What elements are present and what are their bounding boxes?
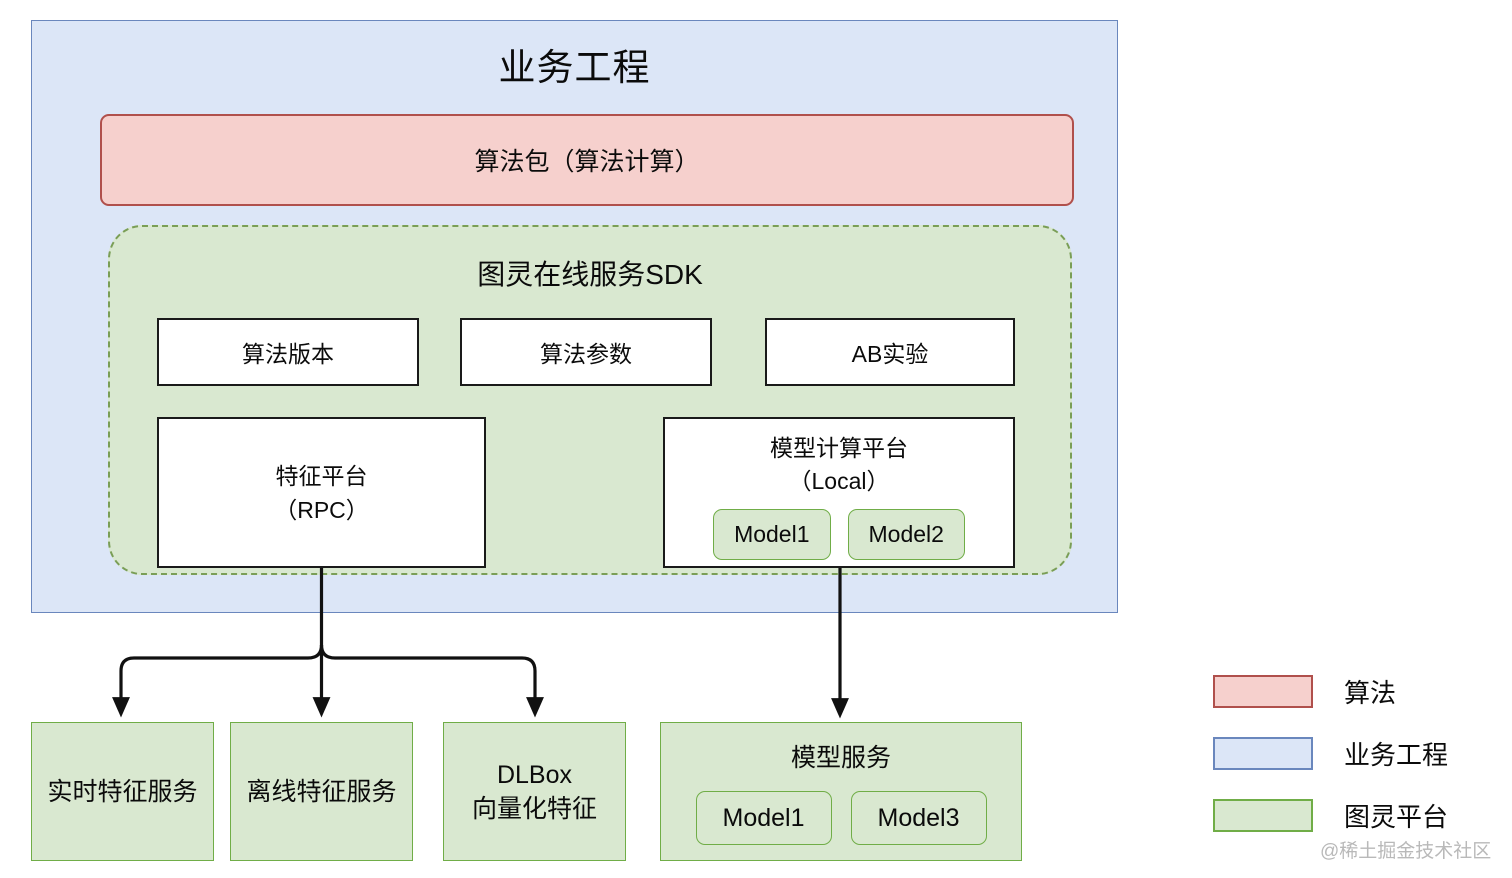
legend-item-algorithm: 算法 — [1213, 660, 1503, 722]
legend-item-turing-platform: 图灵平台 — [1213, 784, 1503, 846]
dlbox-feature-box: DLBox 向量化特征 — [443, 722, 626, 861]
legend-label-turing-platform: 图灵平台 — [1344, 801, 1449, 832]
algorithm-params-box: 算法参数 — [460, 318, 712, 386]
algorithm-version-label: 算法版本 — [242, 341, 334, 367]
model-pill-row: Model1 Model2 — [713, 509, 965, 560]
model-service-pill-model1: Model1 — [695, 791, 832, 845]
legend: 算法 业务工程 图灵平台 — [1213, 660, 1503, 845]
dlbox-feature-label-line1: DLBox — [496, 760, 573, 789]
legend-swatch-turing-platform — [1213, 798, 1313, 832]
legend-swatch-business-engineering — [1213, 736, 1313, 770]
model-pill-model1: Model1 — [713, 509, 831, 560]
legend-label-business-engineering: 业务工程 — [1344, 739, 1449, 770]
ab-test-box: AB实验 — [765, 318, 1015, 386]
feature-platform-label-line2: （RPC） — [274, 496, 369, 523]
feature-platform-box: 特征平台 （RPC） — [157, 417, 486, 568]
realtime-feature-service-label: 实时特征服务 — [47, 777, 198, 806]
offline-feature-service-label: 离线特征服务 — [246, 777, 397, 806]
algorithm-params-label: 算法参数 — [540, 341, 632, 367]
model-service-title: 模型服务 — [790, 744, 891, 772]
algorithm-package-box: 算法包（算法计算） — [100, 114, 1074, 206]
model-compute-platform-box: 模型计算平台 （Local） Model1 Model2 — [663, 417, 1015, 568]
offline-feature-service-box: 离线特征服务 — [230, 722, 413, 861]
model-compute-platform-label-line2: （Local） — [788, 468, 890, 494]
model-service-pill-row: Model1 Model3 — [695, 791, 987, 845]
model-compute-platform-label-line1: 模型计算平台 — [770, 435, 908, 461]
algorithm-version-box: 算法版本 — [157, 318, 419, 386]
business-engineering-title: 业务工程 — [498, 47, 651, 88]
algorithm-package-label: 算法包（算法计算） — [474, 148, 700, 176]
model-pill-model2: Model2 — [847, 509, 965, 560]
realtime-feature-service-box: 实时特征服务 — [31, 722, 214, 861]
model-service-box: 模型服务 Model1 Model3 — [660, 722, 1022, 861]
dlbox-feature-label-line2: 向量化特征 — [471, 794, 597, 823]
legend-swatch-algorithm — [1213, 674, 1313, 708]
legend-label-algorithm: 算法 — [1344, 677, 1397, 708]
turing-sdk-title: 图灵在线服务SDK — [477, 259, 703, 290]
legend-item-business-engineering: 业务工程 — [1213, 722, 1503, 784]
feature-platform-label-line1: 特征平台 — [275, 462, 368, 489]
watermark: @稀土掘金技术社区 — [1320, 841, 1492, 862]
model-service-pill-model3: Model3 — [850, 791, 987, 845]
ab-test-label: AB实验 — [851, 341, 929, 367]
